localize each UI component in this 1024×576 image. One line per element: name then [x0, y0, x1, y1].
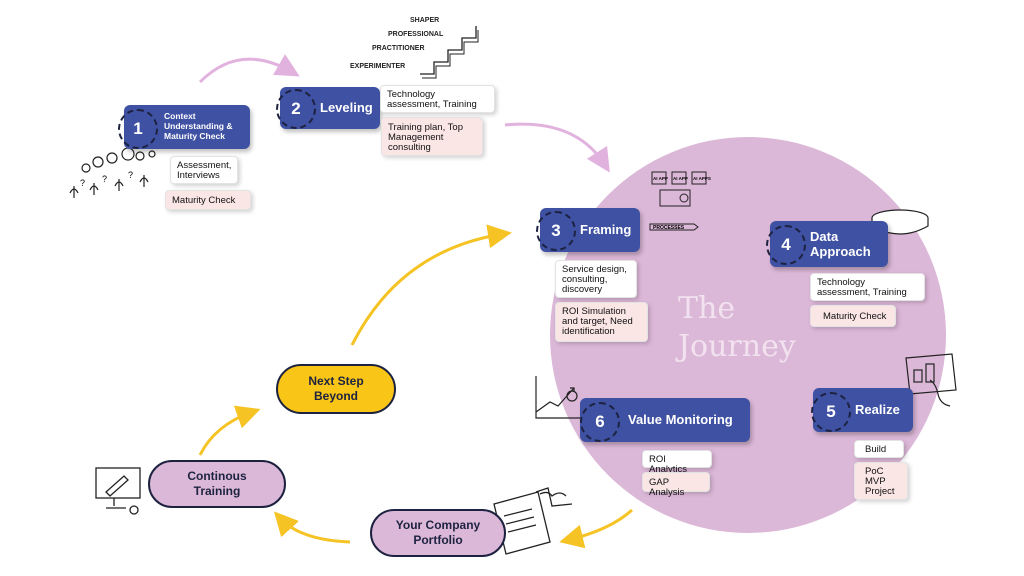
- framing-label-3: AI APPS: [693, 176, 711, 181]
- step-3-card-roi: ROI Simulation and target, Need identifi…: [555, 302, 648, 342]
- stairs-label-professional: PROFESSIONAL: [388, 31, 444, 38]
- step-2-label: Leveling: [320, 100, 373, 115]
- step-4-number: 4: [766, 225, 806, 265]
- svg-text:?: ?: [102, 174, 107, 184]
- step-6-card-roi-analytics: ROI Analytics: [642, 450, 712, 475]
- svg-text:?: ?: [80, 178, 85, 188]
- stairs-label-experimenter: EXPERIMENTER: [350, 63, 405, 70]
- journey-title-line2: Journey: [678, 329, 796, 364]
- step-2-number: 2: [276, 89, 316, 129]
- step-1-card-maturity: Maturity Check: [165, 190, 251, 210]
- arrow-circle-to-portfolio: [559, 508, 634, 549]
- stairs-label-shaper: SHAPER: [410, 17, 439, 24]
- step-3-number: 3: [536, 211, 576, 251]
- step-1-label: Context Understanding & Maturity Check: [164, 111, 233, 141]
- framing-label-2: AI APP: [673, 176, 688, 181]
- arrow-1-to-2: [198, 54, 300, 84]
- arrow-training-to-next: [198, 405, 261, 456]
- step-1-box[interactable]: 1 Context Understanding & Maturity Check: [118, 105, 250, 149]
- computer-sketch: [95, 467, 141, 515]
- journey-title: The Journey: [678, 290, 796, 366]
- growth-chart-sketch: [535, 376, 580, 419]
- step-6-number: 6: [580, 402, 620, 442]
- step-5-number: 5: [811, 392, 851, 432]
- step-3-label: Framing: [580, 222, 632, 237]
- step-4-card-technology: Technology assessment, Training: [810, 273, 925, 301]
- touch-screen-sketch: [905, 353, 957, 407]
- step-4-label: Data Approach: [810, 229, 871, 259]
- step-3-box[interactable]: 3 Framing: [536, 208, 640, 252]
- step-2-box[interactable]: 2 Leveling: [276, 87, 380, 129]
- step-5-card-poc: PoC MVP Project: [854, 462, 908, 500]
- framing-sketch: AI APP AI APP AI APPS PROCESSES: [649, 171, 711, 231]
- stairs-label-practitioner: PRACTITIONER: [372, 45, 425, 52]
- stairs-sketch: SHAPER PROFESSIONAL PRACTITIONER EXPERIM…: [350, 17, 479, 79]
- arrow-2-to-3: [504, 122, 610, 173]
- framing-label-1: AI APP: [653, 176, 668, 181]
- step-2-card-technology: Technology assessment, Training: [380, 85, 495, 113]
- step-4-box[interactable]: 4 Data Approach: [766, 221, 888, 267]
- step-1-number: 1: [118, 109, 158, 149]
- step-5-box[interactable]: 5 Realize: [811, 388, 913, 432]
- portfolio-pill[interactable]: Your Company Portfolio: [370, 509, 506, 557]
- svg-text:?: ?: [128, 170, 133, 180]
- step-6-box[interactable]: 6 Value Monitoring: [580, 398, 750, 442]
- next-step-pill[interactable]: Next Step Beyond: [276, 364, 396, 414]
- step-5-label: Realize: [855, 402, 900, 417]
- step-2-card-training-plan: Training plan, Top Management consulting: [381, 117, 483, 156]
- step-1-card-assessment: Assessment, Interviews: [170, 156, 238, 184]
- framing-label-processes: PROCESSES: [653, 225, 685, 231]
- step-4-card-maturity: Maturity Check: [810, 305, 896, 327]
- training-pill[interactable]: Continous Training: [148, 460, 286, 508]
- arrow-next-to-circle: [350, 224, 512, 346]
- people-thinking-sketch: ? ? ?: [69, 148, 156, 198]
- arrow-portfolio-to-training: [273, 511, 351, 544]
- journey-title-line1: The: [678, 291, 736, 326]
- step-5-card-build: Build: [854, 440, 904, 458]
- step-3-card-service-design: Service design, consulting, discovery: [555, 260, 637, 298]
- step-6-label: Value Monitoring: [628, 412, 733, 427]
- step-6-card-gap-analysis: GAP Analysis: [642, 472, 710, 498]
